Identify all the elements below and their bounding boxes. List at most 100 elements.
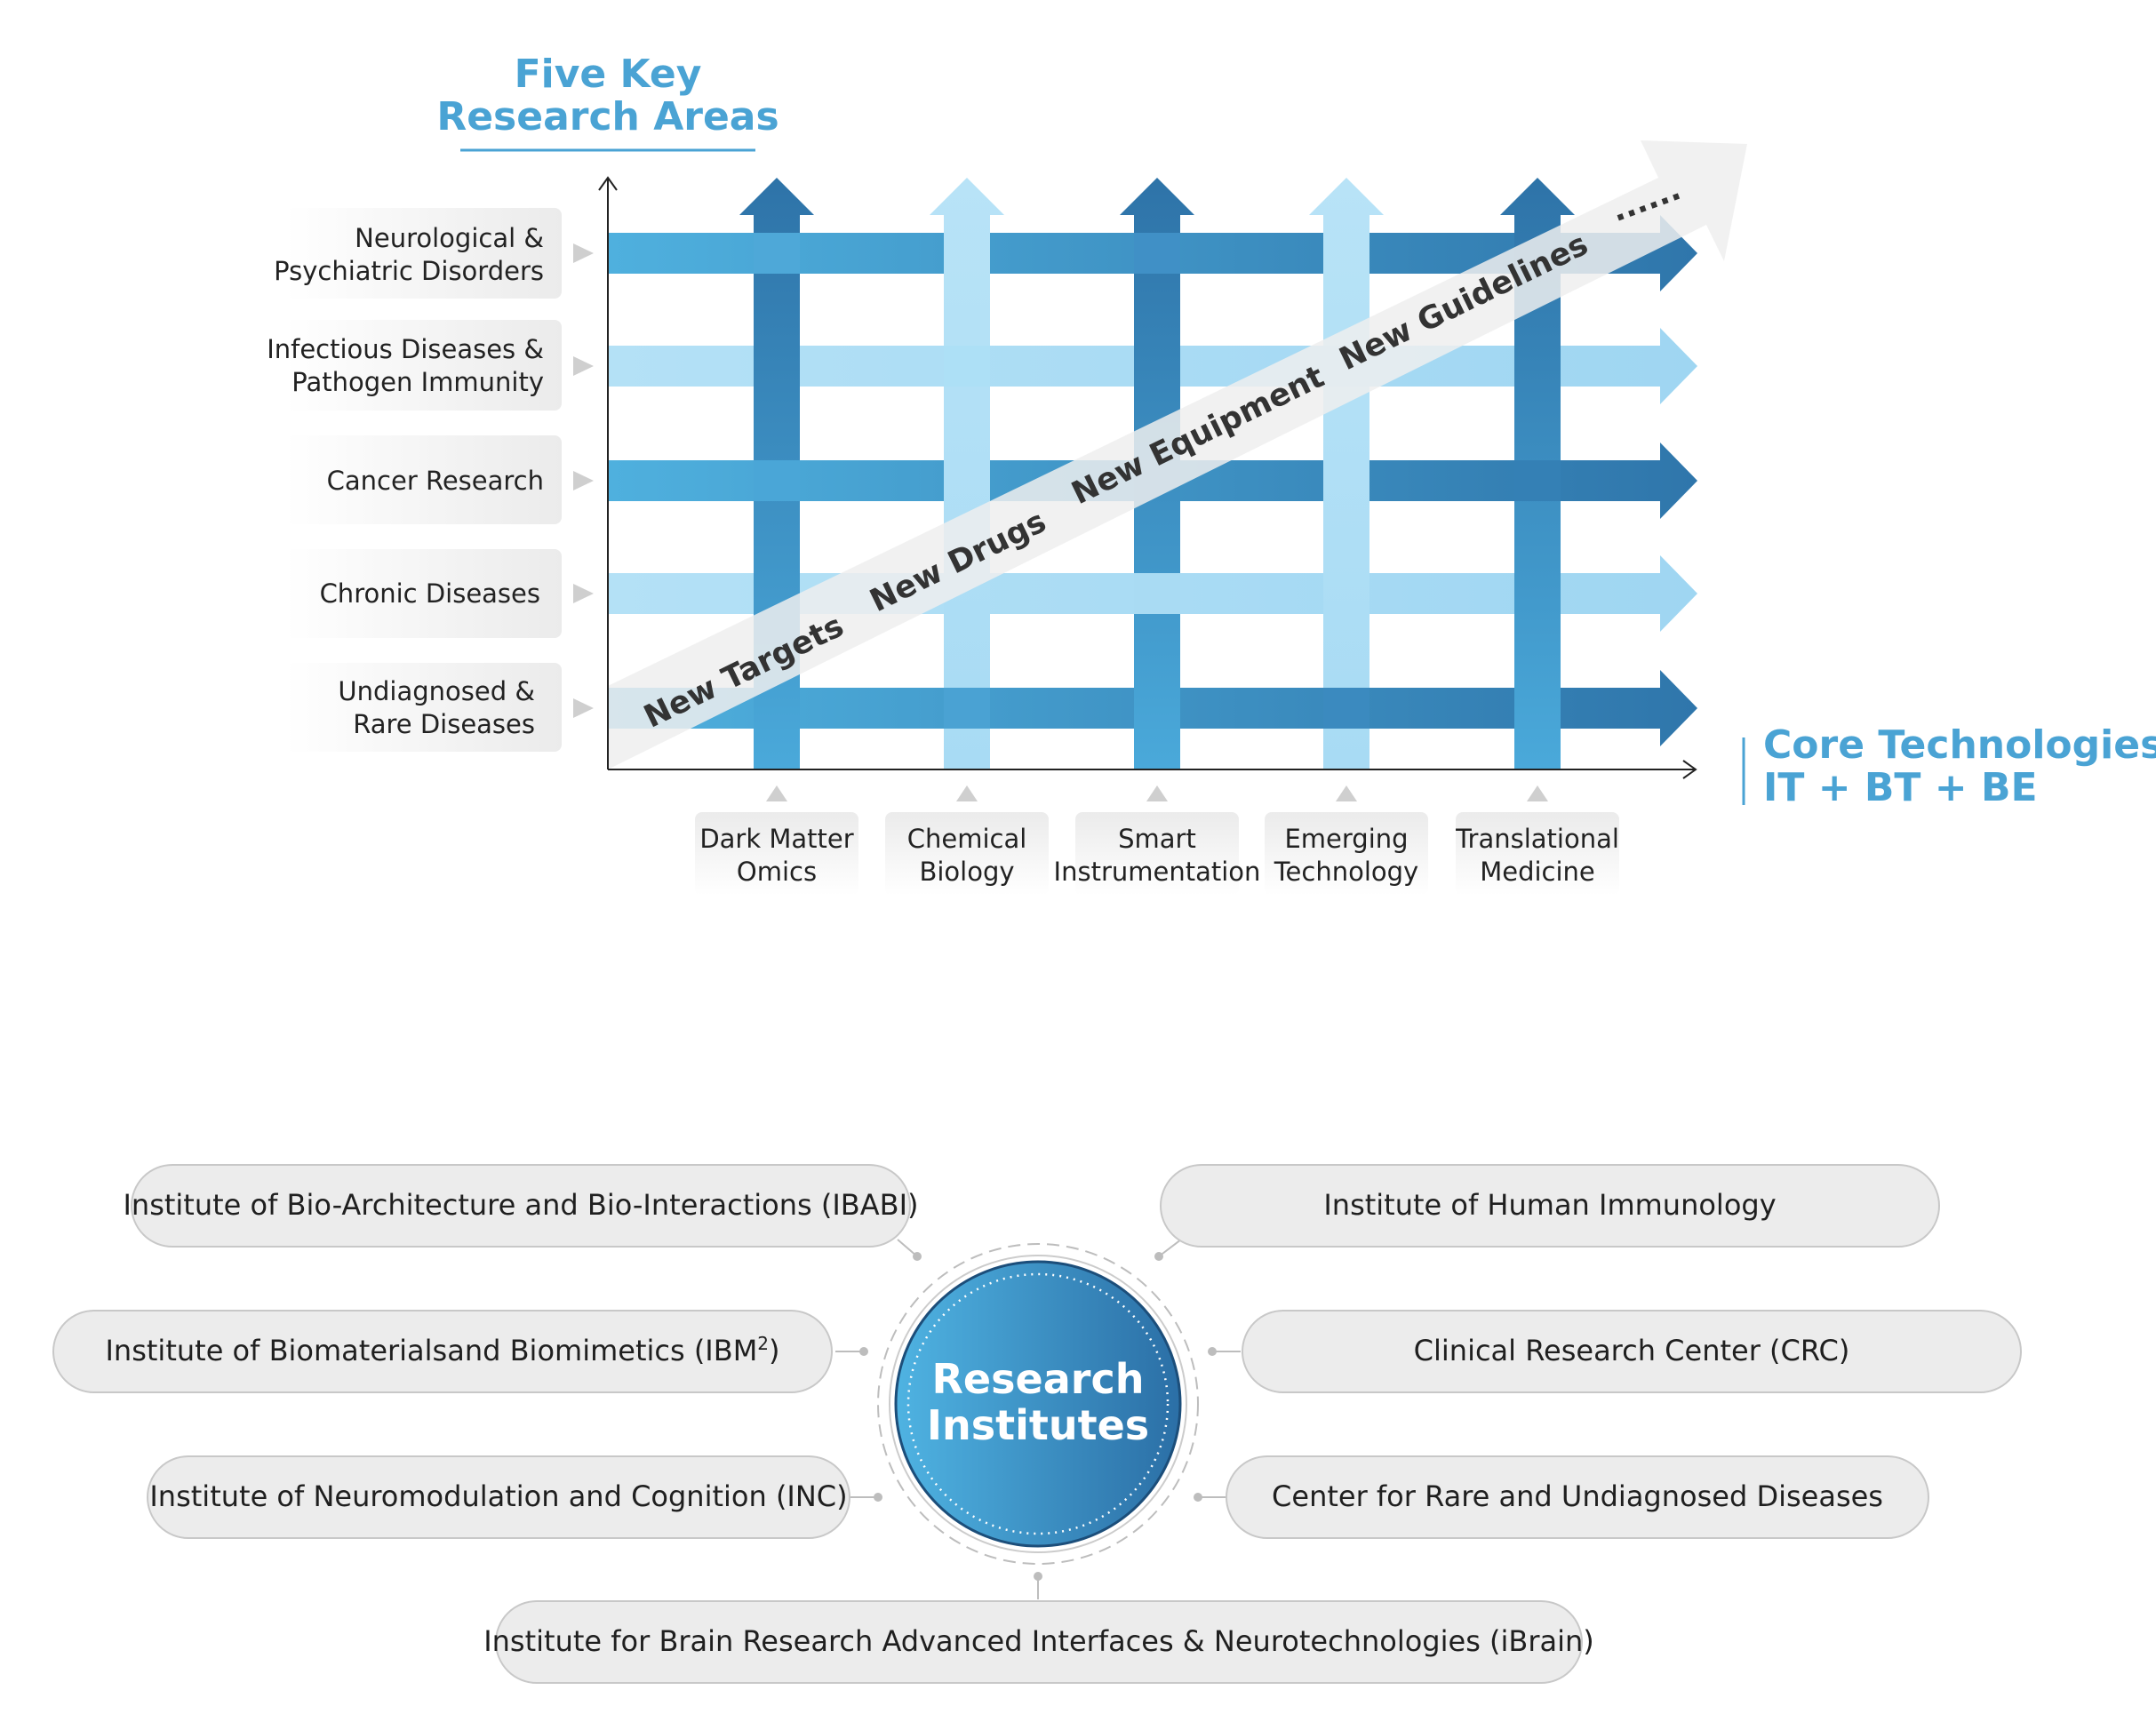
area-cancer: Cancer Research [286,435,594,524]
weave-cell [1514,460,1561,501]
tech-line: Medicine [1480,857,1595,887]
institute-pill [131,1164,911,1248]
play-icon [573,698,594,718]
tech-line: Emerging [1284,824,1408,854]
area-chronic: Chronic Diseases [286,549,594,638]
triangle-up-icon [1527,785,1548,801]
center-hub: Research Institutes [877,1243,1199,1565]
institute-label: Clinical Research Center (CRC) [1414,1334,1850,1367]
tech-box [1075,812,1239,896]
area-line: Chronic Diseases [320,578,540,609]
institute-pill [1226,1455,1929,1539]
connector-dot [874,1493,882,1502]
diagram-title: Five Key Research Areas [436,52,779,152]
area-box [286,320,562,411]
band-chemical-biology [930,178,1004,769]
core-technologies-title: Core Technologies IT + BT + BE [1742,722,2156,810]
research-area-labels: Neurological & Psychiatric Disorders Inf… [267,208,594,752]
axes [598,176,1697,779]
institute-pill [147,1455,850,1539]
connector [1158,1239,1182,1257]
weave-cell [944,346,990,387]
triangle-up-icon [956,785,978,801]
area-box [286,663,562,752]
center-title-line-2: Institutes [927,1401,1149,1449]
institute-ibm2: Institute of Biomaterialsand Biomimetics… [52,1310,833,1393]
area-line: Pathogen Immunity [291,367,544,397]
connector-dot [1154,1252,1163,1261]
title-line-2: Research Areas [436,94,779,140]
tech-translational-medicine: Translational Medicine [1455,785,1619,896]
area-undiagnosed: Undiagnosed & Rare Diseases [286,663,594,752]
area-box [286,208,562,299]
inner-dotted-ring [906,1272,1170,1535]
core-title-line-2: IT + BT + BE [1763,765,2038,810]
area-neurological: Neurological & Psychiatric Disorders [274,208,594,299]
tech-dark-matter-omics: Dark Matter Omics [695,785,858,896]
weave-cell [1134,233,1180,274]
area-line: Undiagnosed & [338,676,535,706]
institute-crc: Clinical Research Center (CRC) [1242,1310,2022,1393]
play-icon [573,584,594,603]
weave-cell [754,460,800,501]
play-icon [573,243,594,263]
weave-cell [1323,688,1369,729]
tech-line: Instrumentation [1054,857,1261,887]
area-box [286,435,562,524]
outer-dashed-ring [877,1243,1199,1565]
connector-dot [1208,1347,1217,1356]
institute-label: Center for Rare and Undiagnosed Diseases [1272,1479,1883,1513]
tech-box [885,812,1049,896]
institute-human-immunology: Institute of Human Immunology [1160,1164,1940,1248]
ibm2-superscript: 2 [757,1333,769,1354]
tech-smart-instrumentation: Smart Instrumentation [1054,785,1261,896]
institute-pill [495,1600,1583,1684]
center-circle [894,1260,1182,1548]
tech-line: Translational [1455,824,1619,854]
core-title-line-1: Core Technologies [1763,722,2156,768]
connector-dot [1034,1572,1042,1581]
area-line: Infectious Diseases & [267,334,544,364]
x-axis-arrowhead [1682,760,1697,779]
triangle-up-icon [766,785,787,801]
tech-box [695,812,858,896]
institute-label: Institute of Neuromodulation and Cogniti… [149,1479,847,1513]
triangle-up-icon [1336,785,1357,801]
tech-line: Chemical [907,824,1027,854]
ibm2-main: Institute of Biomaterialsand Biomimetics… [105,1334,757,1367]
research-institutes-section: Research Institutes Institute of Bio-Arc… [52,1164,2022,1684]
institute-pill [52,1310,833,1393]
tech-chemical-biology: Chemical Biology [885,785,1049,896]
tech-line: Smart [1118,824,1196,854]
institute-rare: Center for Rare and Undiagnosed Diseases [1226,1455,1929,1539]
center-title-line-1: Research [932,1355,1145,1403]
area-line: Neurological & [355,223,544,253]
institute-label: Institute for Brain Research Advanced In… [483,1624,1594,1658]
institute-label: Institute of Bio-Architecture and Bio-In… [123,1188,918,1222]
title-line-1: Five Key [515,52,702,97]
triangle-up-icon [1146,785,1168,801]
weave-cell [754,233,800,274]
core-technology-labels: Dark Matter Omics Chemical Biology Smart… [695,785,1619,896]
ibm2-close: ) [769,1334,779,1367]
connector-dot [1194,1493,1202,1502]
connector-dot [859,1347,868,1356]
institute-ibrain: Institute for Brain Research Advanced In… [483,1600,1594,1684]
play-icon [573,356,594,376]
area-infectious: Infectious Diseases & Pathogen Immunity [267,320,594,411]
institute-ibabi: Institute of Bio-Architecture and Bio-In… [123,1164,919,1248]
outcomes-arrow [608,140,1747,769]
institute-label: Institute of Biomaterialsand Biomimetics… [105,1333,779,1367]
institute-label: Institute of Human Immunology [1323,1188,1776,1222]
institute-pill [1242,1310,2022,1393]
tech-line: Biology [919,857,1014,887]
area-line: Rare Diseases [353,709,535,739]
area-box [286,549,562,638]
connectors [835,1239,1241,1599]
weave-cell [944,688,990,729]
weave-cell [1134,573,1180,614]
tech-emerging-technology: Emerging Technology [1265,785,1428,896]
tech-line: Dark Matter [699,824,853,854]
area-line: Psychiatric Disorders [274,256,544,286]
